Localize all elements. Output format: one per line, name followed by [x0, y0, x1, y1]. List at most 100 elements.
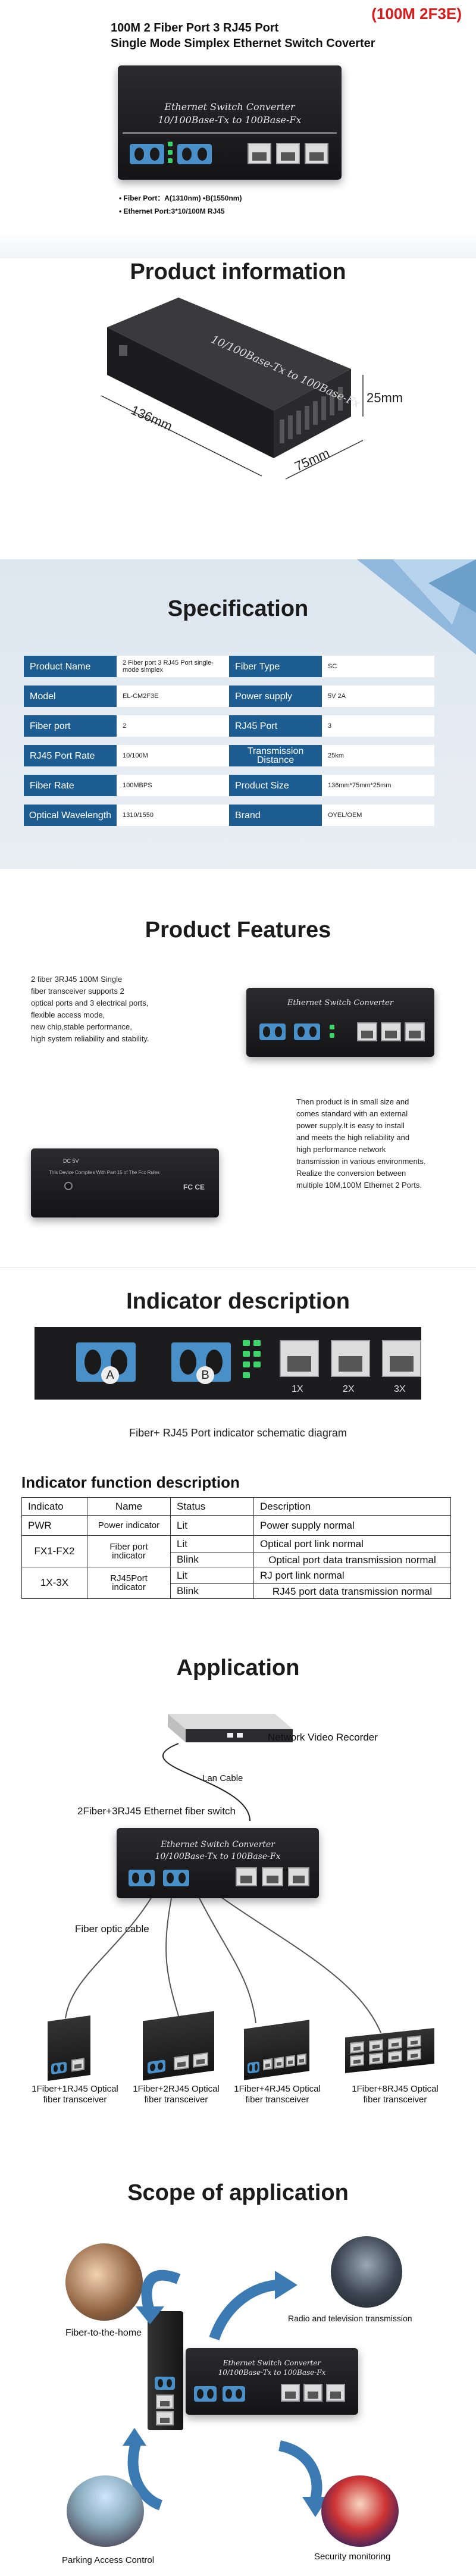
- spec-key: Product Size: [229, 775, 322, 796]
- table-cell: Lit: [170, 1567, 254, 1584]
- hero-notes: • Fiber Port：A(1310nm) •B(1550nm) • Ethe…: [119, 192, 242, 218]
- endpoint-3-label: 1Fiber+4RJ45 Optical fiber transceiver: [234, 2084, 321, 2105]
- indicator-table: Indicato Name Status Description PWR Pow…: [21, 1497, 451, 1599]
- features-device-label: Ethernet Switch Converter: [287, 999, 394, 1007]
- table-header: Indicato: [21, 1497, 87, 1516]
- indicator-title: Indicator description: [126, 1289, 350, 1314]
- spec-row: Model EL-CM2F3E Power supply 5V 2A: [24, 686, 434, 707]
- endpoint-2-label: 1Fiber+2RJ45 Optical fiber transceiver: [133, 2084, 220, 2105]
- radio-image: [331, 2236, 402, 2308]
- application-switch-image: Ethernet Switch Converter 10/100Base-Tx …: [117, 1828, 319, 1898]
- features-title: Product Features: [145, 918, 331, 943]
- indicator-panel-image: A B 1X 2X 3X: [35, 1327, 421, 1400]
- features-paragraph-1: 2 fiber 3RJ45 100M Single fiber transcei…: [31, 974, 149, 1045]
- center-device-vertical: [148, 2311, 183, 2430]
- spec-value: OYEL/OEM: [322, 805, 434, 826]
- table-row: 1X-3X RJ45Port indicator Lit RJ port lin…: [21, 1567, 451, 1599]
- table-cell: 1X-3X: [21, 1567, 87, 1599]
- table-header-row: Indicato Name Status Description: [21, 1497, 451, 1516]
- spec-key: Fiber port: [24, 715, 117, 737]
- spec-key: Fiber Rate: [24, 775, 117, 796]
- note-ethernet-port: • Ethernet Port:3*10/100M RJ45: [119, 207, 225, 215]
- app-device-label1: Ethernet Switch Converter: [161, 1840, 275, 1849]
- scope-arrows: [123, 2270, 328, 2517]
- parking-image: [67, 2475, 144, 2547]
- endpoint-1-image: [48, 2015, 90, 2082]
- table-cell: RJ45 port data transmission normal: [253, 1583, 451, 1599]
- fiber-port-a: [130, 144, 164, 164]
- table-cell: Power supply normal: [253, 1515, 451, 1536]
- spec-value: 5V 2A: [322, 686, 434, 707]
- spec-key: Optical Wavelength: [24, 805, 117, 826]
- rj45-port-3: [305, 143, 328, 164]
- spec-title: Specification: [167, 596, 309, 621]
- text-line: optical ports and 3 electrical ports,: [31, 999, 149, 1007]
- indicator-section: Indicator description A B 1X 2X 3X Fiber…: [0, 1267, 476, 1642]
- application-section: Application Network Video Recorder Lan C…: [0, 1642, 476, 2166]
- product-title-line1: 100M 2 Fiber Port 3 RJ45 Port: [111, 21, 279, 35]
- endpoint-3-image: [244, 2020, 309, 2080]
- spec-table: Product Name 2 Fiber port 3 RJ45 Port si…: [24, 656, 434, 834]
- spec-row: Fiber port 2 RJ45 Port 3: [24, 715, 434, 737]
- note-fiber-port: • Fiber Port：A(1310nm) •B(1550nm): [119, 194, 242, 202]
- port-1x-label: 1X: [292, 1384, 303, 1394]
- spec-value: 1310/1550: [117, 805, 229, 826]
- product-info-title: Product information: [130, 259, 346, 284]
- endpoint-4-label: 1Fiber+8RJ45 Optical fiber transceiver: [352, 2084, 439, 2105]
- switch-label: 2Fiber+3RJ45 Ethernet fiber switch: [77, 1805, 236, 1817]
- table-row: FX1-FX2 Fiber port indicator Lit Optical…: [21, 1535, 451, 1567]
- text-line: high performance network: [296, 1145, 386, 1154]
- security-image: [321, 2475, 399, 2547]
- features-section: Product Features 2 fiber 3RJ45 100M Sing…: [0, 869, 476, 1267]
- table-cell: Lit: [170, 1515, 254, 1536]
- spec-value: 2: [117, 715, 229, 737]
- port-3x-label: 3X: [394, 1384, 406, 1394]
- table-row: PWR Power indicator Lit Power supply nor…: [21, 1515, 451, 1536]
- home-image: [65, 2243, 143, 2321]
- spec-key: RJ45 Port: [229, 715, 322, 737]
- spec-key: Transmission Distance: [229, 745, 322, 766]
- spec-key: RJ45 Port Rate: [24, 745, 117, 766]
- indicator-caption: Fiber+ RJ45 Port indicator schematic dia…: [129, 1427, 347, 1439]
- back-label: This Device Complies With Part 15 of The…: [49, 1170, 160, 1175]
- table-cell: Optical port link normal: [253, 1535, 451, 1553]
- model-badge: (100M 2F3E): [371, 5, 462, 23]
- port-2x-label: 2X: [343, 1384, 355, 1394]
- spec-value: 136mm*75mm*25mm: [322, 775, 434, 796]
- port-b-label: B: [196, 1366, 214, 1384]
- fiber-port-b: [177, 144, 212, 164]
- table-cell: RJ45Port indicator: [87, 1567, 171, 1599]
- table-cell: Blink: [170, 1583, 254, 1599]
- table-cell: Blink: [170, 1552, 254, 1567]
- lan-label: Lan Cable: [202, 1773, 243, 1783]
- table-cell: Fiber port indicator: [87, 1535, 171, 1567]
- table-header: Description: [253, 1497, 451, 1516]
- decor-polygons: [357, 559, 476, 655]
- spec-key: Model: [24, 686, 117, 707]
- port-a-label: A: [101, 1366, 119, 1384]
- table-row: Blink RJ45 port data transmission normal: [22, 1583, 451, 1599]
- product-title: 100M 2 Fiber Port 3 RJ45 Port Single Mod…: [111, 20, 375, 51]
- text-line: fiber transceiver supports 2: [31, 987, 124, 996]
- table-cell: FX1-FX2: [21, 1535, 87, 1567]
- spec-key: Fiber Type: [229, 656, 322, 677]
- rj45-port-1: [248, 143, 271, 164]
- fiber-cable-label: Fiber optic cable: [75, 1923, 149, 1935]
- indicator-table-title: Indicator function description: [21, 1473, 240, 1491]
- center-device-horizontal: Ethernet Switch Converter 10/100Base-Tx …: [186, 2348, 358, 2415]
- rj45-port-2: [276, 143, 300, 164]
- scope-section: Scope of application Fiber-to-the-home R…: [0, 2166, 476, 2576]
- text-line: Realize the conversion between: [296, 1169, 406, 1178]
- back-dc: DC 5V: [63, 1158, 79, 1164]
- hero-device-label1: Ethernet Switch Converter: [164, 101, 295, 112]
- spec-value: 3: [322, 715, 434, 737]
- spec-value: SC: [322, 656, 434, 677]
- app-device-label2: 10/100Base-Tx to 100Base-Fx: [155, 1852, 281, 1861]
- security-label: Security monitoring: [314, 2552, 391, 2562]
- text-line: comes standard with an external: [296, 1109, 408, 1118]
- text-line: Then product is in small size and: [296, 1097, 409, 1106]
- product-info-section: Product information 10/100Base-Tx to 100…: [0, 232, 476, 559]
- scope-title: Scope of application: [127, 2180, 349, 2205]
- product-3d-image: [101, 298, 364, 480]
- back-fc-ce: FC CE: [183, 1183, 205, 1191]
